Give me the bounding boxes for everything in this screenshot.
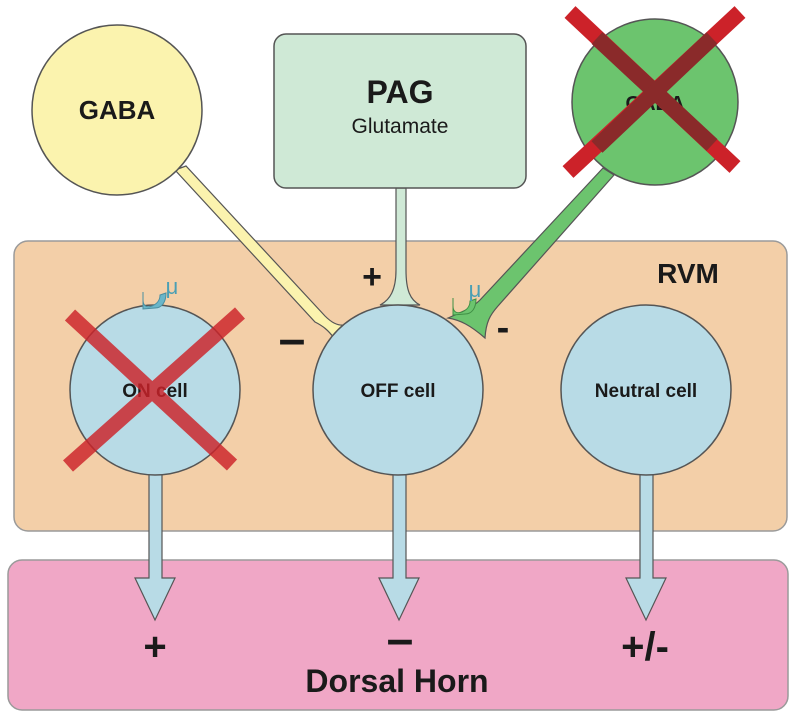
mu-receptor-on-icon bbox=[142, 292, 167, 310]
rvm-label: RVM bbox=[657, 258, 719, 289]
on-cell-cross-mark bbox=[63, 307, 245, 472]
pag-title: PAG bbox=[367, 74, 434, 110]
off-cell-label: OFF cell bbox=[361, 381, 436, 402]
pag-subtitle: Glutamate bbox=[352, 115, 449, 138]
mu-receptor-on-label: μ bbox=[166, 274, 179, 299]
pag-axon bbox=[379, 187, 421, 306]
neutral-output-sign: +/- bbox=[621, 625, 669, 669]
neutral-cell-label: Neutral cell bbox=[595, 381, 697, 402]
gaba-left-label: GABA bbox=[79, 95, 156, 125]
off-output-sign: – bbox=[387, 613, 414, 666]
pag-node bbox=[273, 33, 527, 189]
on-output-sign: + bbox=[143, 625, 166, 669]
mu-receptor-off-label: μ bbox=[469, 277, 482, 302]
off-cell bbox=[312, 304, 484, 476]
on-cell-output-arrow bbox=[134, 469, 176, 622]
dorsal-horn-label: Dorsal Horn bbox=[305, 663, 488, 699]
off-cell-output-arrow bbox=[378, 469, 420, 622]
gaba-right-cross-mark bbox=[562, 6, 746, 178]
gaba-to-off-sign: – bbox=[279, 313, 306, 366]
gaba-right-to-off-sign: - bbox=[497, 307, 510, 349]
mu-receptor-off-icon bbox=[452, 298, 477, 316]
neutral-cell bbox=[560, 304, 732, 476]
pag-to-off-sign: + bbox=[362, 258, 382, 296]
neutral-cell-output-arrow bbox=[625, 469, 667, 622]
gaba-left-node bbox=[31, 24, 203, 196]
